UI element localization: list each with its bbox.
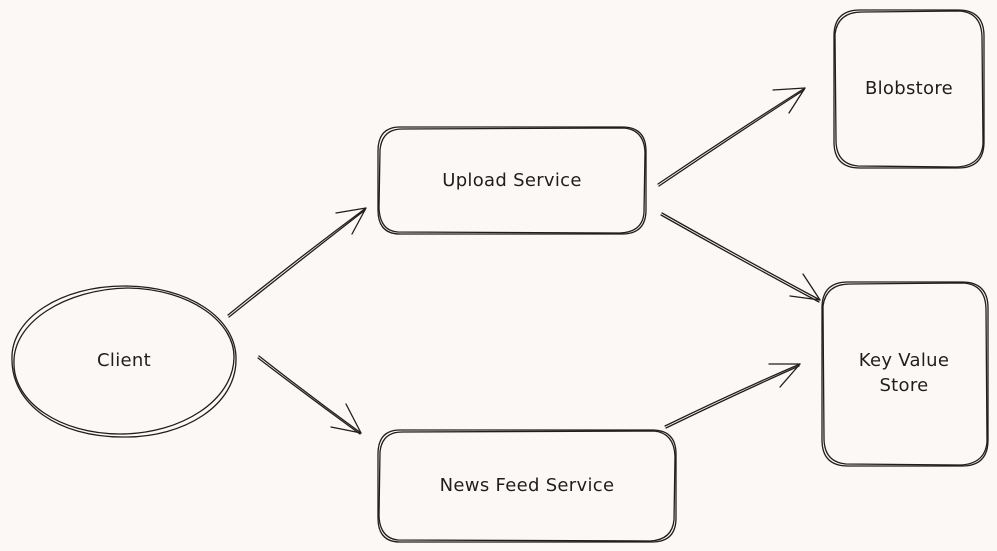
key-value-store-label-line2: Store xyxy=(879,375,928,396)
arrow-upload-to-blobstore xyxy=(657,87,806,187)
key-value-store-node[interactable]: Key Value Store xyxy=(821,281,989,467)
upload-service-label: Upload Service xyxy=(442,170,582,191)
blobstore-label: Blobstore xyxy=(865,78,953,99)
arrow-newsfeed-to-kvstore xyxy=(664,363,801,429)
news-feed-service-node[interactable]: News Feed Service xyxy=(377,429,677,543)
client-node[interactable]: Client xyxy=(11,285,237,438)
arrow-upload-to-kvstore xyxy=(660,212,821,303)
client-label: Client xyxy=(97,350,151,371)
blobstore-node[interactable]: Blobstore xyxy=(833,9,985,169)
key-value-store-label-line1: Key Value xyxy=(859,350,950,371)
arrow-client-to-upload xyxy=(227,207,367,318)
upload-service-node[interactable]: Upload Service xyxy=(377,126,647,235)
news-feed-service-label: News Feed Service xyxy=(440,475,615,496)
arrow-client-to-newsfeed xyxy=(257,355,362,435)
